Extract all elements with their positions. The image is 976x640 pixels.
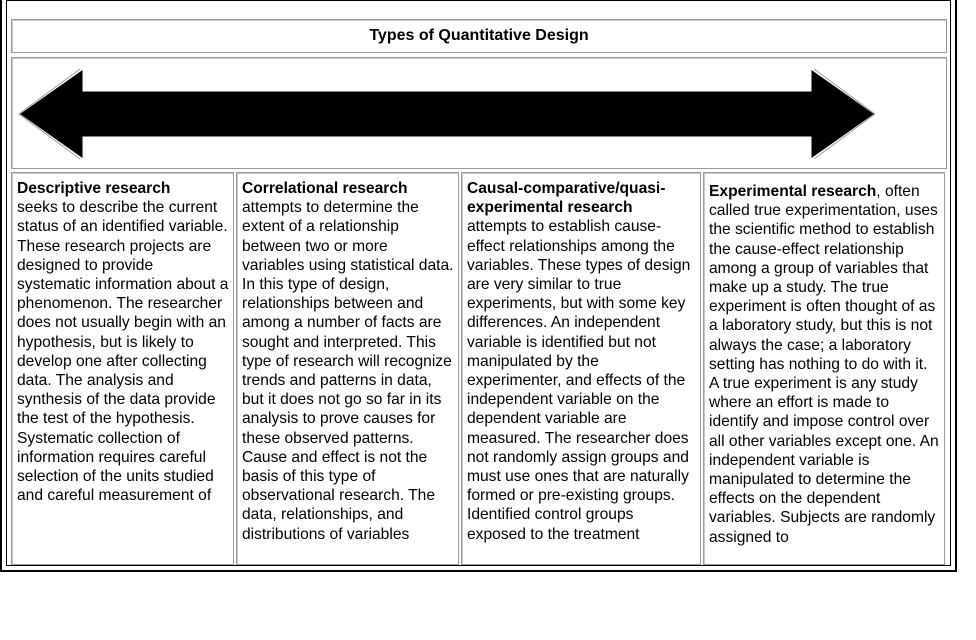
- table-title: Types of Quantitative Design: [369, 27, 589, 44]
- column-heading: Causal-comparative/quasi-experimental re…: [467, 180, 666, 217]
- column-heading: Correlational research: [242, 180, 408, 197]
- column-experimental-research: Experimental research, often called true…: [703, 172, 945, 565]
- column-heading: Descriptive research: [17, 180, 171, 197]
- column-causal-comparative-research: Causal-comparative/quasi-experimental re…: [461, 172, 701, 565]
- double-headed-arrow-icon: [18, 68, 876, 160]
- column-correlational-research: Correlational research attempts to deter…: [236, 172, 459, 565]
- arrow-cell: [11, 57, 947, 169]
- outer-frame-inner-border: [6, 0, 951, 566]
- column-body: attempts to establish cause-effect relat…: [467, 218, 691, 543]
- outer-frame: [0, 0, 957, 572]
- column-body: seeks to describe the current status of …: [17, 199, 229, 505]
- column-body: attempts to determine the extent of a re…: [242, 199, 454, 543]
- column-heading: Experimental research: [709, 183, 877, 200]
- title-cell: Types of Quantitative Design: [11, 19, 947, 53]
- column-descriptive-research: Descriptive research seeks to describe t…: [11, 172, 234, 565]
- column-body: , often called true experimentation, use…: [709, 183, 939, 546]
